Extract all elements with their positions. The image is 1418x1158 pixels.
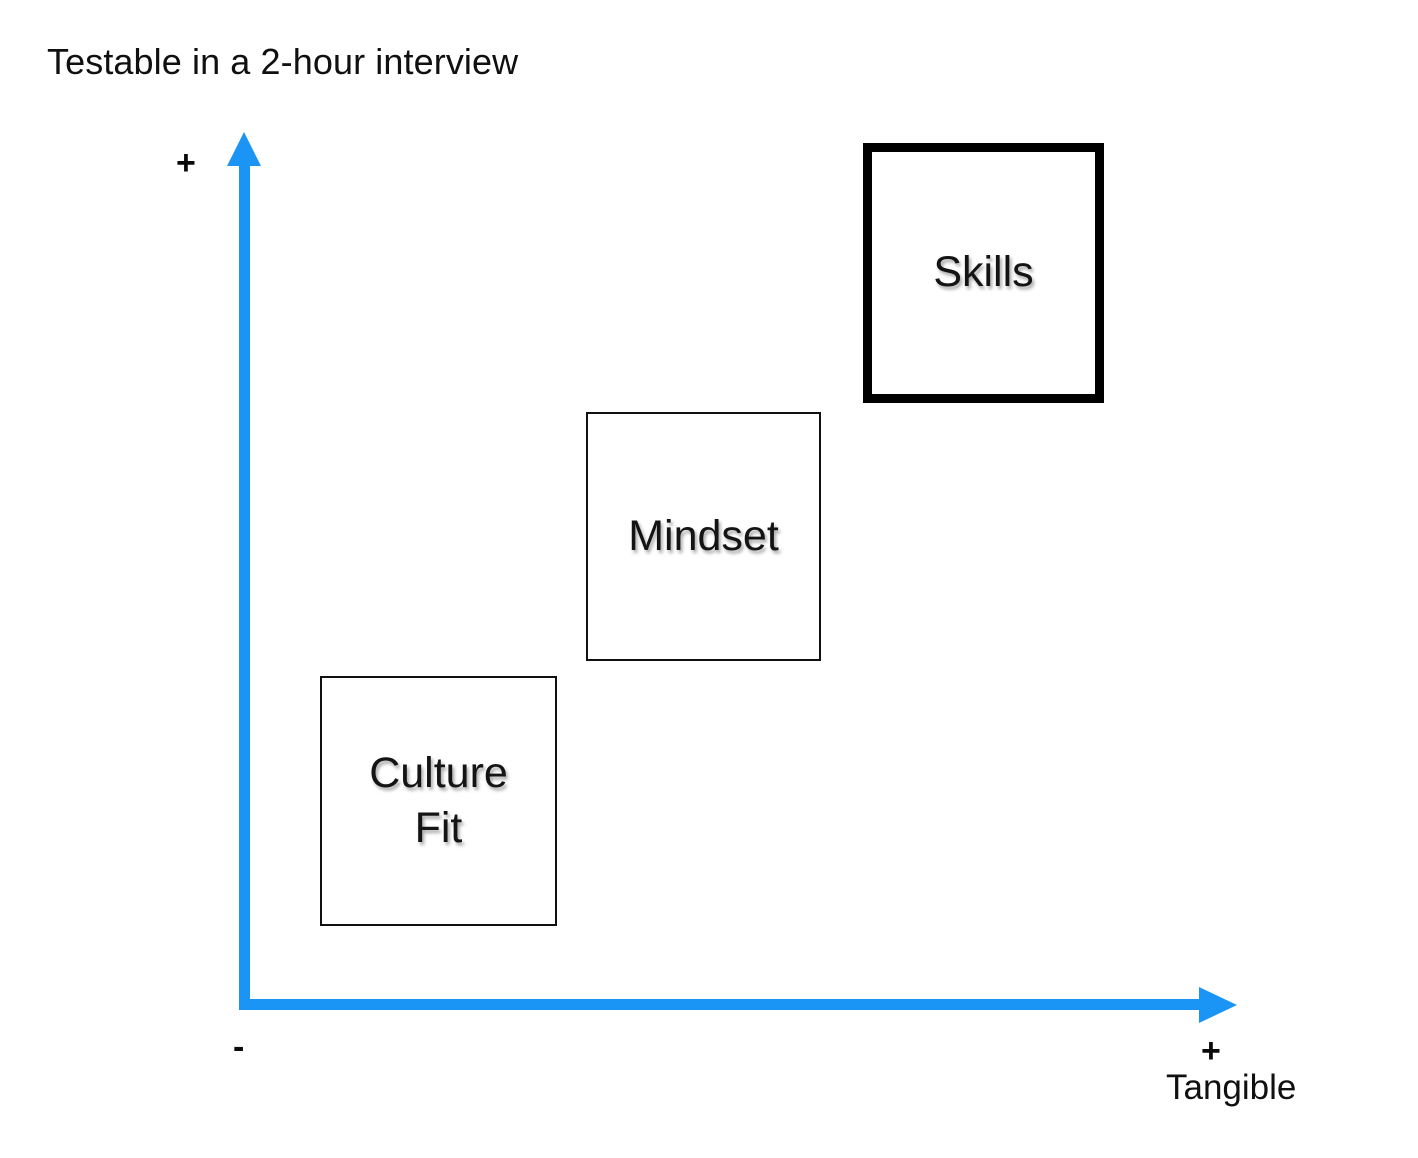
node-mindset-label: Mindset [628, 511, 779, 560]
node-skills[interactable]: Skills [863, 143, 1104, 403]
x-axis-plus-label: + [1201, 1032, 1221, 1070]
origin-minus-label: - [233, 1028, 245, 1066]
x-axis-line [239, 999, 1201, 1010]
y-axis-plus-label: + [176, 144, 196, 182]
node-skills-label: Skills [933, 248, 1034, 297]
x-axis-arrowhead-icon [1199, 987, 1237, 1023]
x-axis-title: Tangible [1166, 1068, 1297, 1107]
node-culture-fit[interactable]: Culture Fit [320, 676, 557, 926]
page-title: Testable in a 2-hour interview [47, 41, 519, 82]
y-axis-line [239, 160, 250, 1010]
node-mindset[interactable]: Mindset [586, 412, 821, 661]
node-culture-fit-label: Culture Fit [369, 748, 508, 852]
